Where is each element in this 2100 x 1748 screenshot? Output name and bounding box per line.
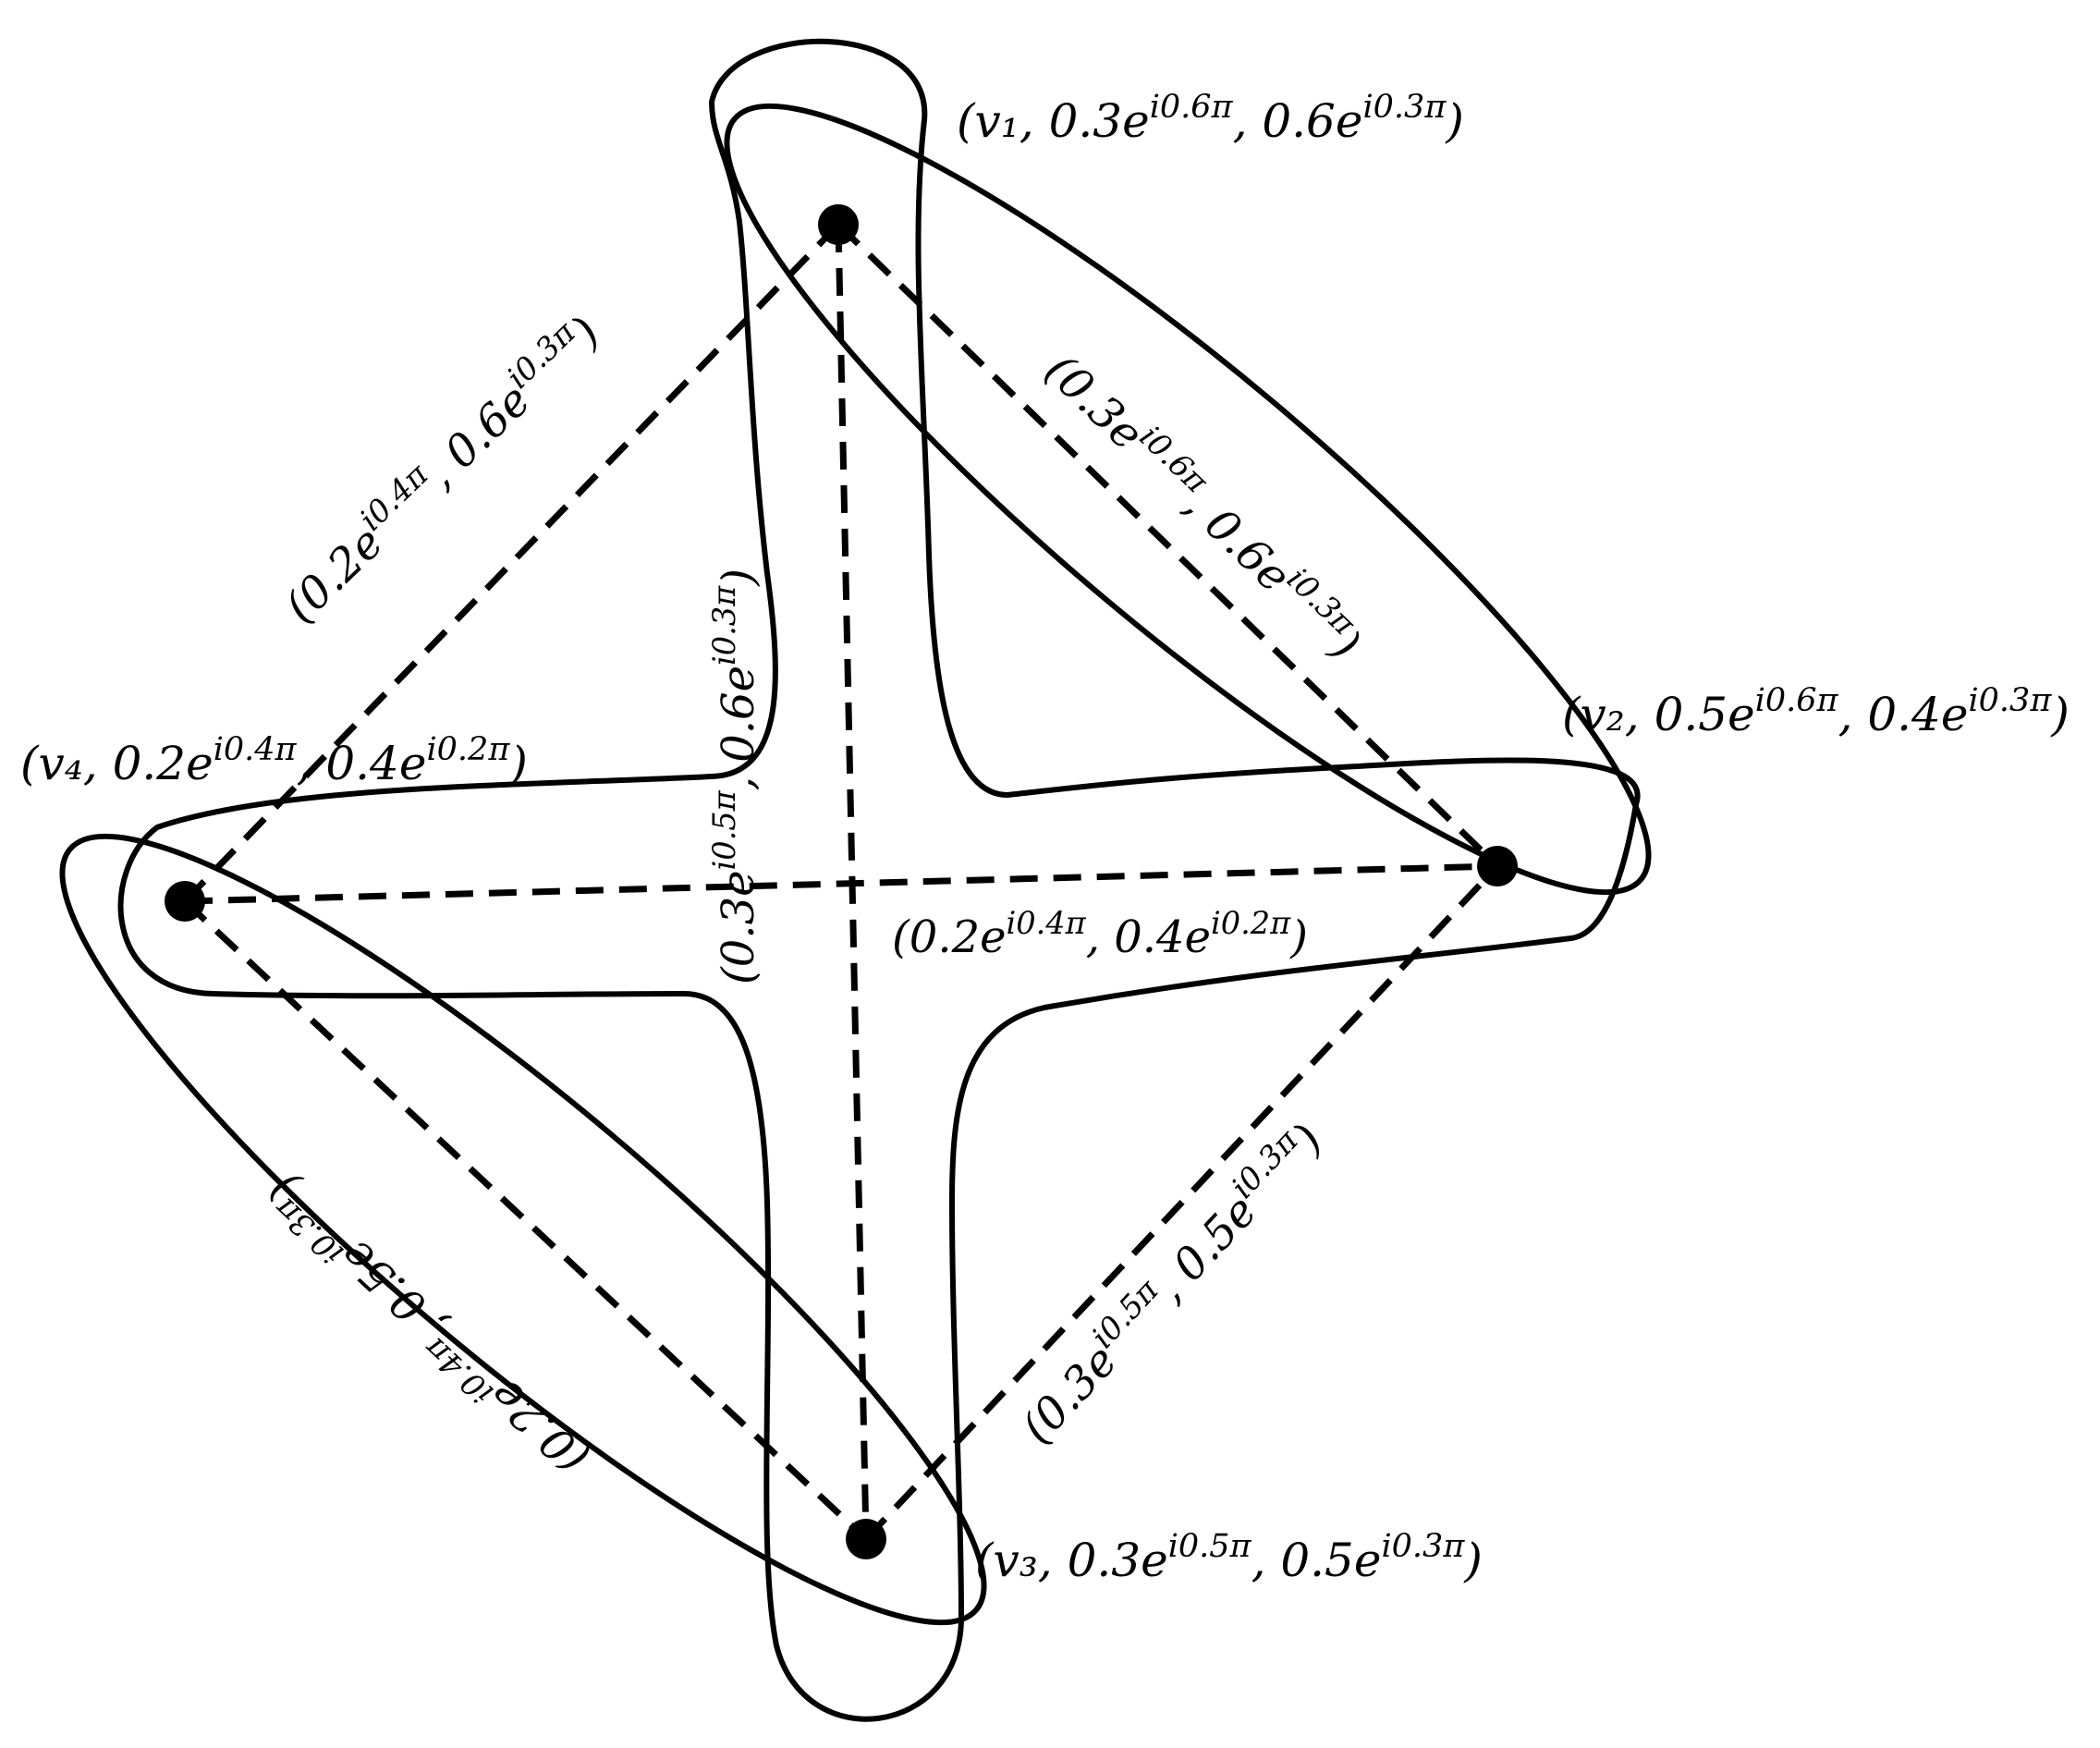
edge-label-v4-v3: (0.2ei0.4π​, 0.5ei0.3π​) <box>255 1163 599 1489</box>
edge-label-v1-v2: (0.3ei0.6π​, 0.6ei0.3π​) <box>1035 339 1375 670</box>
vertex-v2 <box>1477 846 1518 886</box>
hyperedges <box>59 38 1652 1722</box>
vertex-label-v3: (v₃, 0.3ei0.5π​, 0.5ei0.3π​) <box>975 1528 1483 1587</box>
vertex-v3 <box>846 1519 886 1559</box>
edge-label-v1-v3: (0.3ei0.5π​, 0.6ei0.3π​) <box>706 568 764 984</box>
vertex-label-v2: (v₂, 0.5ei0.6π​, 0.4ei0.3π​) <box>1562 682 2069 741</box>
edge-label-v4-v2: (0.2ei0.4π​, 0.4ei0.2π​) <box>892 905 1308 963</box>
vertices <box>165 204 1518 1559</box>
edge-v4-v3 <box>182 898 869 1542</box>
edge-v4-v1 <box>182 222 841 904</box>
edge-v1-v2 <box>836 222 1500 869</box>
edge-v3-v2 <box>863 863 1500 1542</box>
hyperedge-v1-v2 <box>724 103 1652 896</box>
hyperedge-v4-v3 <box>59 833 987 1626</box>
vertex-label-v4: (v₄, 0.2ei0.4π​, 0.4ei0.2π​) <box>20 731 528 790</box>
hyperedge-v1-v3 <box>117 38 1641 1722</box>
edge-label-v4-v1: (0.2ei0.4π​, 0.6ei0.3π​) <box>271 302 611 633</box>
edges <box>182 222 1500 1542</box>
vertex-label-v1: (v₁, 0.3ei0.6π​, 0.6ei0.3π​) <box>957 89 1464 148</box>
vertex-v4 <box>165 881 205 922</box>
edge-v4-v2 <box>184 862 1498 905</box>
vertex-v1 <box>818 204 859 245</box>
vertex-labels: (v₁, 0.3ei0.6π​, 0.6ei0.3π​) (v₂, 0.5ei0… <box>20 89 2069 1587</box>
edge-label-v3-v2: (0.3ei0.5π​, 0.5ei0.3π​) <box>1007 1110 1333 1454</box>
